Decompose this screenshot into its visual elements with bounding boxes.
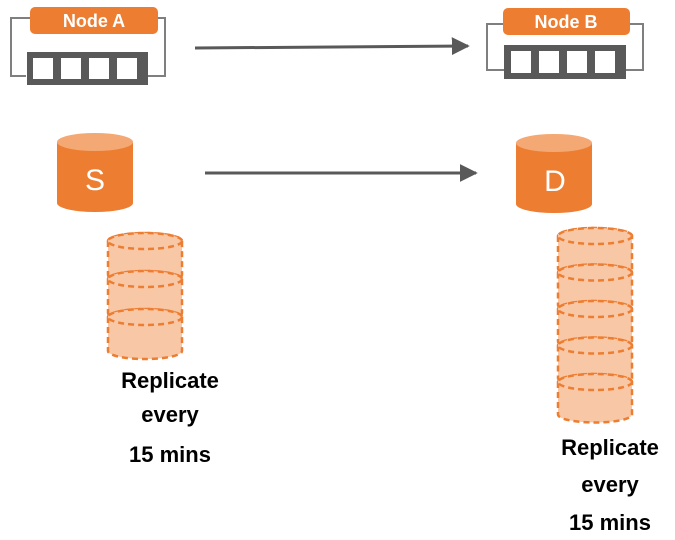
node-b-label: Node B: [535, 12, 598, 32]
node-a-header: [30, 7, 158, 34]
source-disk-label: S: [85, 164, 105, 197]
node-a-bracket: [10, 17, 30, 77]
source-caption-line: every: [141, 402, 199, 427]
destination-caption-line: every: [581, 472, 639, 497]
destination-snapshot-stack: [556, 226, 634, 424]
source-caption-line: 15 mins: [129, 442, 211, 467]
snapshot-cylinder: [106, 307, 184, 361]
node-b-bracket: [626, 23, 644, 71]
node-b-header: [503, 8, 630, 35]
node-b-bracket: [486, 23, 506, 71]
node-replication-arrow: [194, 37, 470, 56]
destination-disk-label: D: [544, 165, 566, 198]
snapshot-cylinder: [106, 269, 184, 323]
source-disk: S: [57, 133, 133, 212]
node-b-slots: [504, 45, 626, 79]
node-a-label: Node A: [63, 11, 125, 31]
destination-disk: D: [516, 134, 592, 213]
destination-caption: Replicate every 15 mins: [561, 435, 659, 535]
source-snapshot-stack: [106, 231, 184, 361]
node-a-slots: [27, 52, 148, 85]
source-caption-line: Replicate: [121, 368, 219, 393]
node-a: Node A: [10, 7, 166, 85]
snapshot-cylinder: [556, 372, 634, 424]
destination-caption-line: Replicate: [561, 435, 659, 460]
snapshot-cylinder: [106, 231, 184, 285]
source-caption: Replicate every 15 mins: [121, 368, 219, 467]
destination-caption-line: 15 mins: [569, 510, 651, 535]
node-b: Node B: [486, 8, 644, 79]
